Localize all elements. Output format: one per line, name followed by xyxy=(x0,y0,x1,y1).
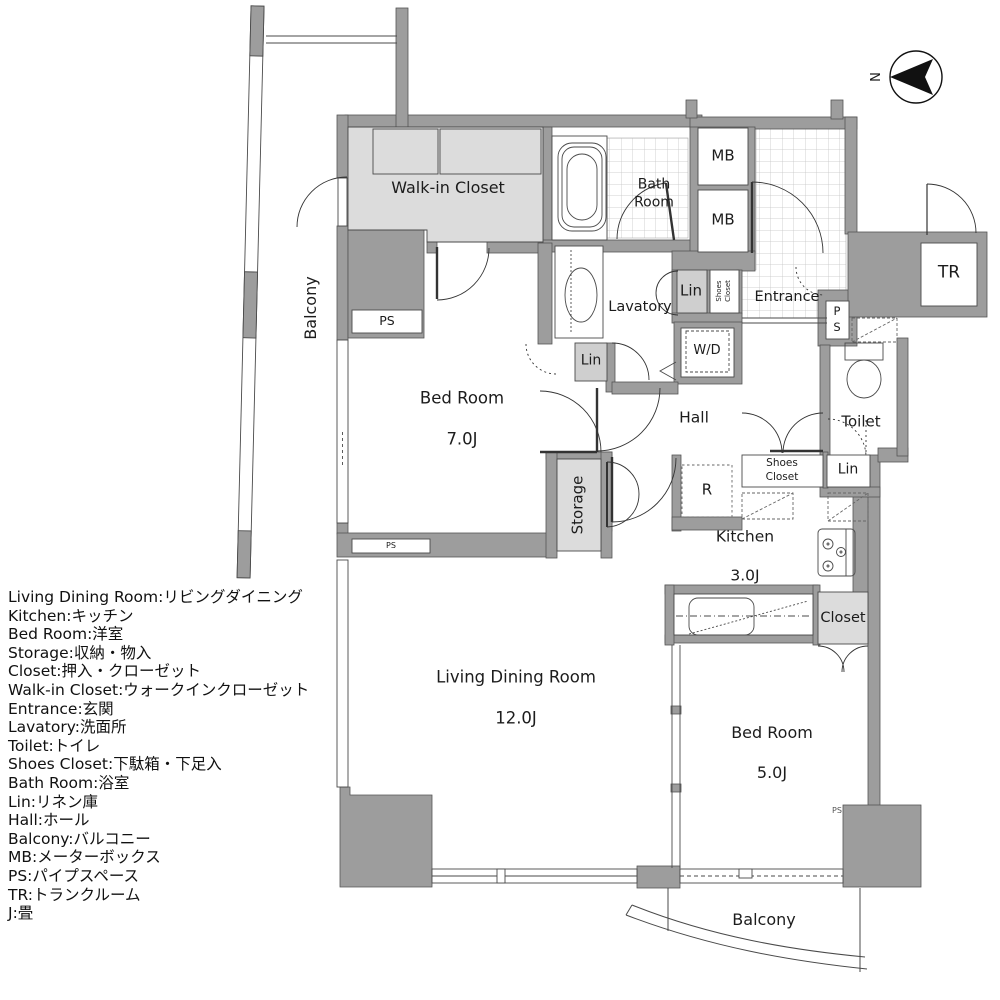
legend-item: Lin:リネン庫 xyxy=(8,792,98,811)
room-name: Bed Room xyxy=(419,388,505,408)
room-label-balcony-bottom: Balcony xyxy=(732,910,796,929)
room-name: Kitchen xyxy=(715,527,775,546)
windows xyxy=(336,339,844,884)
room-label-ps-right: P S xyxy=(833,303,841,334)
stove-icon xyxy=(817,528,856,577)
room-size: 12.0J xyxy=(495,708,537,728)
room-label-lin-entrance: Lin xyxy=(679,281,703,300)
room-label-closet: Closet xyxy=(820,609,866,626)
room-label-shoes-closet-small: Shoes Closet xyxy=(714,280,732,302)
legend-item: Hall:ホール xyxy=(8,811,90,830)
room-label-mb-2: MB xyxy=(711,210,735,229)
legend-item: Living Dining Room:リビングダイニング xyxy=(8,588,303,606)
legend: Living Dining Room:リビングダイニング Kitchen:キッチ… xyxy=(8,588,309,923)
washer-dryer-icon xyxy=(685,330,730,373)
room-label-bed-room-7: Bed Room 7.0J xyxy=(420,367,504,470)
room-size: 5.0J xyxy=(756,763,788,782)
doors xyxy=(296,176,977,673)
legend-item: Bath Room:浴室 xyxy=(8,773,130,792)
room-label-walk-in-closet: Walk-in Closet xyxy=(391,178,505,197)
north-arrow-icon xyxy=(889,50,943,104)
room-label-lavatory: Lavatory xyxy=(608,298,672,315)
refrigerator-space xyxy=(681,464,733,518)
room-label-balcony-left: Balcony xyxy=(301,276,320,340)
room-label-entrance: Entrance xyxy=(754,288,820,305)
kitchen-sink-icon xyxy=(688,597,755,636)
room-boxes xyxy=(337,126,978,645)
legend-item: Storage:収納・物入 xyxy=(8,643,152,662)
legend-item: Entrance:玄関 xyxy=(8,699,114,718)
legend-item: J:畳 xyxy=(8,904,34,923)
legend-item: Lavatory:洗面所 xyxy=(8,718,127,737)
room-label-bed-room-5: Bed Room 5.0J xyxy=(731,703,813,803)
room-name: Bed Room xyxy=(731,723,813,742)
room-label-ps-bottom-right: PS xyxy=(832,806,842,815)
room-label-living-dining: Living Dining Room 12.0J xyxy=(436,646,596,749)
room-label-toilet: Toilet xyxy=(841,412,881,431)
tiled-floors xyxy=(606,127,847,319)
legend-item: Closet:押入・クローゼット xyxy=(8,662,202,681)
room-label-kitchen: Kitchen 3.0J xyxy=(716,509,774,606)
room-label-lin-toilet: Lin xyxy=(837,461,859,478)
room-size: 3.0J xyxy=(730,566,760,585)
balcony-bottom xyxy=(625,888,868,972)
room-label-ps-top: PS xyxy=(379,313,395,329)
room-label-storage: Storage xyxy=(568,475,587,535)
room-label-hall: Hall xyxy=(679,408,709,427)
compass-n-label: N xyxy=(868,72,884,82)
legend-item: Bed Room:洋室 xyxy=(8,625,124,644)
legend-item: TR:トランクルーム xyxy=(8,885,141,904)
washbasin-icon xyxy=(564,267,598,323)
balcony-left-railing xyxy=(236,5,397,579)
legend-item: Toilet:トイレ xyxy=(8,736,101,755)
legend-item: PS:パイプスペース xyxy=(8,866,140,885)
legend-item: Balcony:バルコニー xyxy=(8,829,151,848)
bathtub-icon xyxy=(557,142,607,232)
room-label-lin-lavatory: Lin xyxy=(580,352,602,369)
room-name: Living Dining Room xyxy=(436,667,596,687)
legend-item: Shoes Closet:下駄箱・下足入 xyxy=(8,755,222,774)
room-label-bath-room: Bath Room xyxy=(634,176,674,211)
legend-item: Walk-in Closet:ウォークインクローゼット xyxy=(8,680,310,699)
room-label-shoes-closet-hall: Shoes Closet xyxy=(765,456,799,483)
toilet-bowl-icon xyxy=(846,359,882,399)
room-label-ps-mid: PS xyxy=(386,541,396,550)
overhead-cabinets xyxy=(681,317,898,522)
fixtures xyxy=(557,142,884,636)
room-label-refrigerator: R xyxy=(701,480,713,499)
room-size: 7.0J xyxy=(446,429,478,449)
room-label-mb-1: MB xyxy=(711,146,735,165)
room-label-tr: TR xyxy=(937,262,961,283)
legend-item: Kitchen:キッチン xyxy=(8,606,134,625)
legend-item: MB:メーターボックス xyxy=(8,848,161,867)
room-label-wd: W/D xyxy=(693,342,721,358)
